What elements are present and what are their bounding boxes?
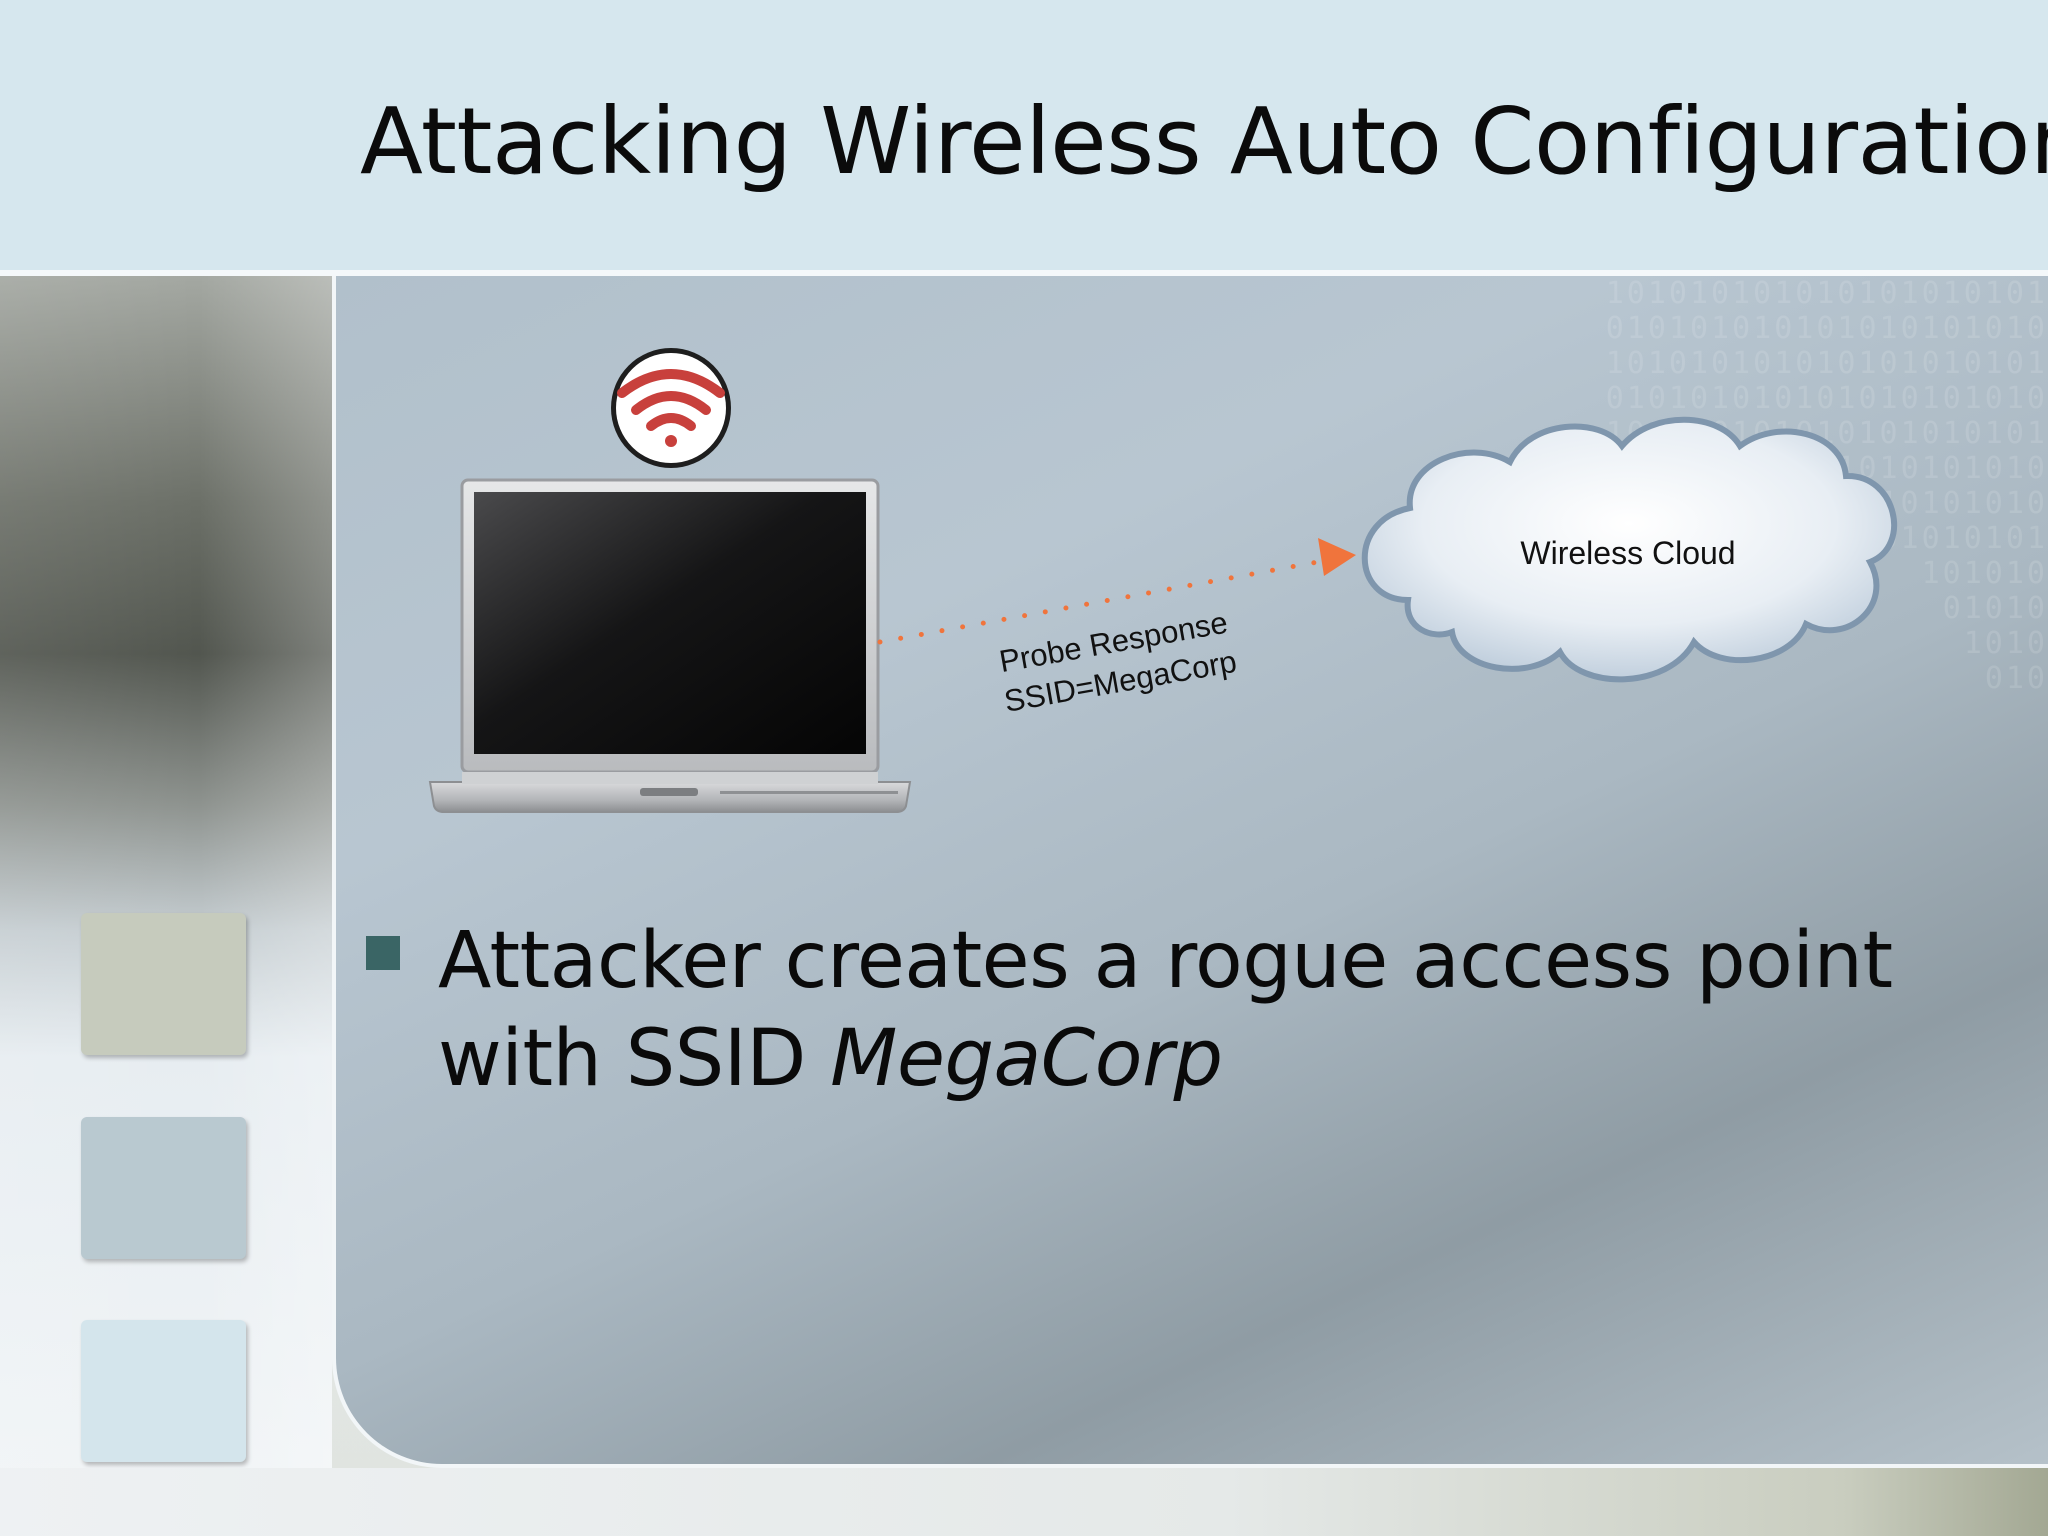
wifi-signal-icon — [611, 348, 731, 468]
wireless-cloud-icon: Wireless Cloud — [1361, 416, 1898, 683]
decor-swatch-2 — [81, 1117, 246, 1259]
arrow-label: Probe Response SSID=MegaCorp — [997, 605, 1240, 719]
bottom-band — [0, 1468, 2048, 1536]
bullet-item: Attacker creates a rogue access point wi… — [438, 912, 1998, 1108]
bullet-emphasis: MegaCorp — [830, 1014, 1223, 1104]
title-divider — [0, 270, 2048, 276]
bullet-text: Attacker creates a rogue access point wi… — [438, 916, 1893, 1104]
decor-swatch-3 — [81, 1320, 246, 1462]
bullet-marker-icon — [366, 936, 400, 970]
laptop-icon — [428, 478, 912, 813]
cloud-label: Wireless Cloud — [1520, 535, 1735, 571]
slide-title: Attacking Wireless Auto Configuration — [360, 88, 2048, 195]
probe-response-arrow — [877, 538, 1356, 645]
title-band — [0, 0, 2048, 270]
decor-swatch-1 — [81, 913, 246, 1055]
